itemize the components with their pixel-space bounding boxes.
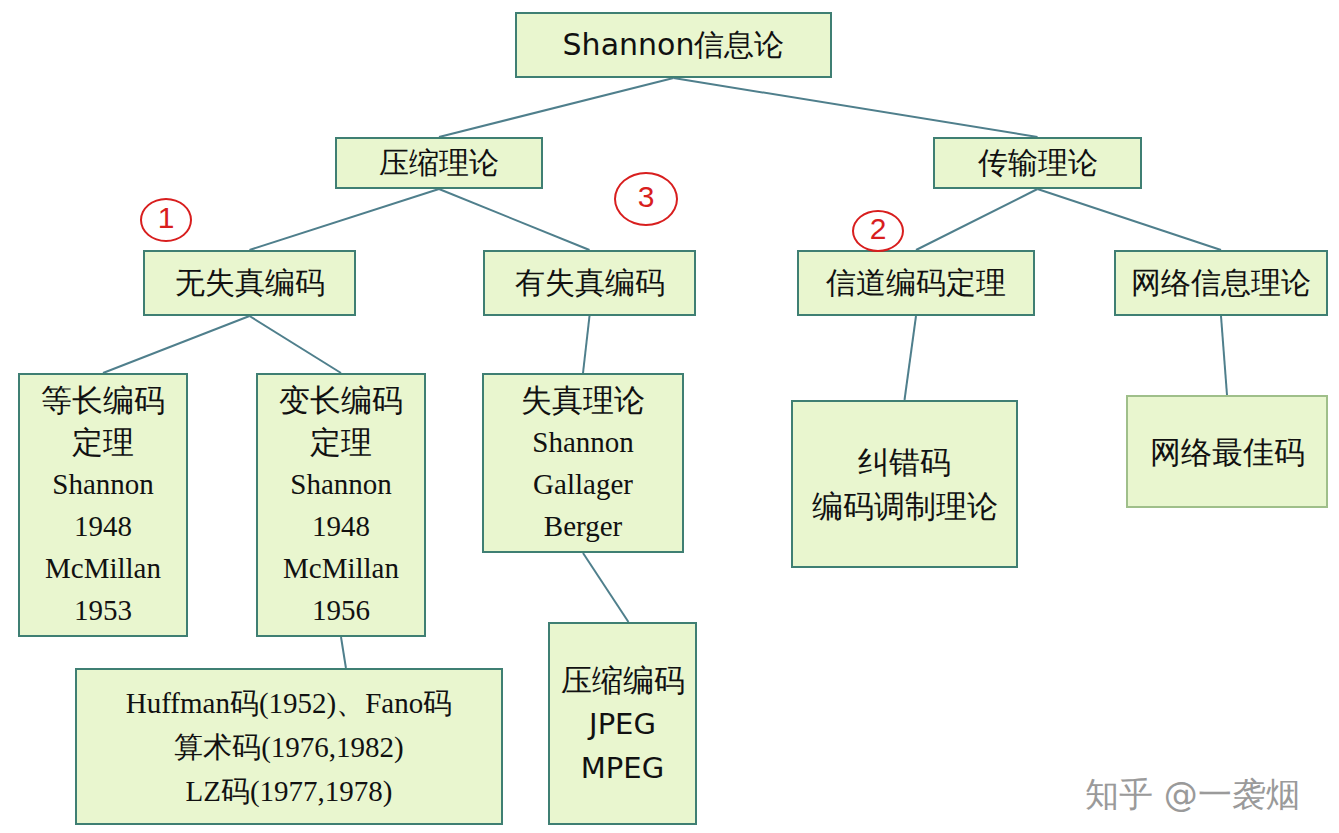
branch-box: 传输理论 xyxy=(933,137,1142,189)
node-text: LZ码(1977,1978) xyxy=(186,769,393,813)
callout-number: 3 xyxy=(614,172,678,226)
leaf-box: 变长编码定理Shannon 1948 McMillan 1956 xyxy=(256,373,426,637)
tree-connector xyxy=(583,316,590,373)
branch-box: 网络信息理论 xyxy=(1114,250,1328,316)
node-text: 编码调制理论 xyxy=(812,484,998,528)
node-text: 变长编码定理 xyxy=(266,379,416,463)
branch-box: 有失真编码 xyxy=(483,250,696,316)
leaf-box: 等长编码定理Shannon 1948 McMillan 1953 xyxy=(18,373,188,637)
node-text: 失真理论 xyxy=(521,379,645,421)
tree-connector xyxy=(250,316,342,373)
tree-connector xyxy=(674,78,1038,137)
tree-connector xyxy=(1221,316,1227,395)
node-text: 信道编码定理 xyxy=(826,263,1006,303)
node-text: Huffman码(1952)、Fano码 xyxy=(126,681,452,725)
tree-connector xyxy=(905,316,917,400)
branch-box: 压缩理论 xyxy=(335,137,543,189)
node-text: JPEG MPEG xyxy=(558,702,687,790)
node-text: 等长编码定理 xyxy=(28,379,178,463)
tree-connector xyxy=(103,316,250,373)
branch-box: 无失真编码 xyxy=(143,250,356,316)
node-text: 网络信息理论 xyxy=(1131,263,1311,303)
node-text: 无失真编码 xyxy=(175,263,325,303)
tree-connector xyxy=(250,189,440,250)
node-text: 压缩编码 xyxy=(561,658,685,702)
root-box: Shannon信息论 xyxy=(515,12,832,78)
node-text: Shannon Gallager Berger xyxy=(492,421,674,547)
leaf-box: 压缩编码JPEG MPEG xyxy=(548,622,697,825)
tree-connector xyxy=(916,189,1038,250)
leaf-box: 纠错码编码调制理论 xyxy=(791,400,1018,568)
node-text: 有失真编码 xyxy=(515,263,665,303)
tree-connector xyxy=(583,553,628,622)
tree-connector xyxy=(439,189,590,250)
node-text: Shannon信息论 xyxy=(563,25,785,65)
branch-box: 信道编码定理 xyxy=(797,250,1035,316)
node-text: 纠错码 xyxy=(858,440,951,484)
leaf-box: 网络最佳码 xyxy=(1126,395,1328,508)
node-text: Shannon 1948 McMillan 1956 xyxy=(266,463,416,631)
tree-connector xyxy=(439,78,674,137)
tree-connector xyxy=(1038,189,1222,250)
node-text: Shannon 1948 McMillan 1953 xyxy=(28,463,178,631)
leaf-box: Huffman码(1952)、Fano码算术码(1976,1982)LZ码(19… xyxy=(75,668,503,825)
leaf-box: 失真理论Shannon Gallager Berger xyxy=(482,373,684,553)
node-text: 算术码(1976,1982) xyxy=(174,725,404,769)
node-text: 传输理论 xyxy=(978,143,1098,183)
node-text: 压缩理论 xyxy=(379,143,499,183)
callout-number: 1 xyxy=(140,198,192,242)
tree-connector xyxy=(341,637,346,668)
node-text: 网络最佳码 xyxy=(1150,431,1305,473)
watermark: 知乎 @一袭烟 xyxy=(1085,772,1300,818)
callout-number: 2 xyxy=(852,210,904,252)
